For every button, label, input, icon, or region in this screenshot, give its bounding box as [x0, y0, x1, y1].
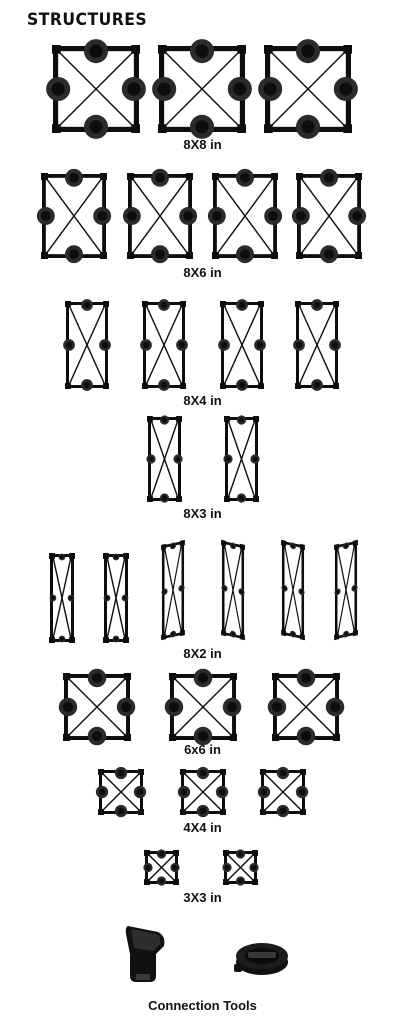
section-label-4x4: 4X4 in — [183, 820, 222, 835]
frame-8x4-1 — [63, 299, 111, 391]
frame-6x6-1 — [58, 668, 136, 746]
frame-8x6-4 — [291, 168, 367, 264]
frame-8x4-4 — [293, 299, 341, 391]
frame-8x4-3 — [218, 299, 266, 391]
section-label-8x8: 8X8 in — [183, 137, 222, 152]
frame-3x3-2 — [222, 849, 259, 886]
frame-8x3-2 — [223, 415, 260, 503]
frame-8x6-1 — [36, 168, 112, 264]
frame-8x2-1 — [49, 553, 75, 643]
section-label-8x6: 8X6 in — [183, 265, 222, 280]
frame-8x4-2 — [140, 299, 188, 391]
frame-4x4-1 — [95, 766, 147, 818]
section-label-3x3: 3X3 in — [183, 890, 222, 905]
frame-8x8-1 — [46, 39, 146, 139]
frame-8x6-2 — [122, 168, 198, 264]
frame-8x2-5 — [281, 539, 305, 641]
frame-3x3-1 — [143, 849, 180, 886]
section-label-6x6: 6x6 in — [184, 742, 221, 757]
frame-6x6-2 — [164, 668, 242, 746]
section-label-8x3: 8X3 in — [183, 506, 222, 521]
frame-8x2-6 — [334, 539, 358, 641]
section-label-8x4: 8X4 in — [183, 393, 222, 408]
page-title: STRUCTURES — [27, 10, 148, 30]
frame-8x8-2 — [152, 39, 252, 139]
frame-8x2-4 — [221, 539, 245, 641]
connection-key-tool-icon — [125, 926, 165, 982]
section-label-8x2: 8X2 in — [183, 646, 222, 661]
connection-ring-tool-icon — [234, 943, 288, 975]
frame-8x6-3 — [207, 168, 283, 264]
frame-8x8-3 — [258, 39, 358, 139]
frame-8x2-3 — [161, 539, 185, 641]
frame-4x4-2 — [177, 766, 229, 818]
frame-6x6-3 — [267, 668, 345, 746]
frame-8x2-2 — [103, 553, 129, 643]
frame-8x3-1 — [146, 415, 183, 503]
frame-4x4-3 — [257, 766, 309, 818]
connection-tools-label: Connection Tools — [148, 998, 257, 1013]
